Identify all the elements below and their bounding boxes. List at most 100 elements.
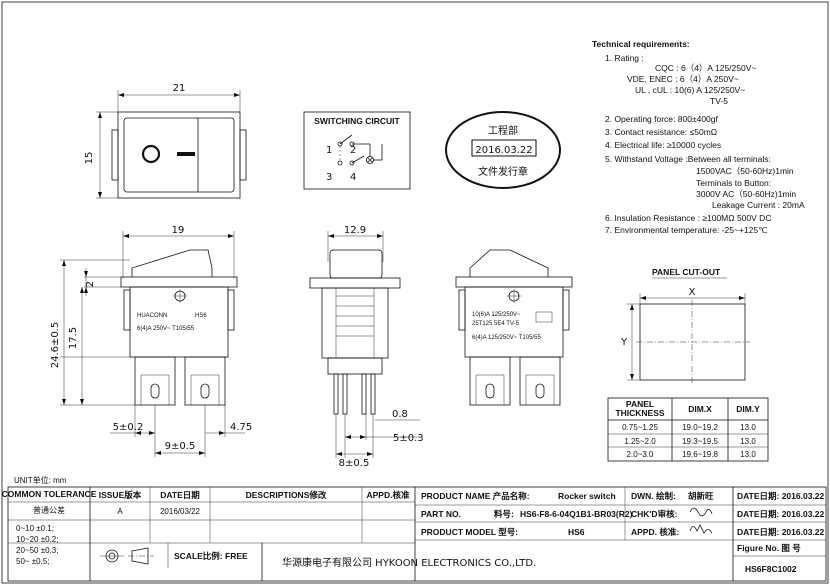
desc-label: DESCRIPTIONS修改 <box>246 490 327 500</box>
tech-line: 1500VAC（50-60Hz)1min <box>696 166 794 176</box>
figure-label: Figure No. 图 号 <box>737 543 801 553</box>
issue-value: A <box>117 507 123 516</box>
switching-title: SWITCHING CIRCUIT <box>314 116 400 126</box>
dim-2: 2 <box>85 281 96 287</box>
date-row: DATE日期: 2016.03.22 <box>737 509 825 519</box>
pin-4: 4 <box>350 172 356 183</box>
date-label: DATE日期 <box>160 490 200 500</box>
date-row: DATE日期: 2016.03.22 <box>737 527 825 537</box>
table-cell: 13.0 <box>740 450 756 459</box>
tech-title: Technical requirements: <box>592 39 690 49</box>
front-view: 19 HUACONN HS6 6(4)A 250V~ T105/55 2 <box>50 225 252 457</box>
common-tolerance: COMMON TOLERANCE <box>2 489 97 499</box>
dwn-value: 胡新旺 <box>688 491 714 501</box>
ul-mark-icon <box>535 311 553 323</box>
table-cell: 19.6~19.8 <box>682 450 718 459</box>
tech-line: 6. Insulation Resistance : ≥100MΩ 500V D… <box>605 213 771 223</box>
tech-line: 3. Contact resistance: ≤50mΩ <box>605 127 717 137</box>
part-no-cn: 料号: <box>494 509 514 519</box>
panel-title: PANEL CUT-OUT <box>652 267 721 277</box>
back-label-2: 25T125 5E4 TV-5 <box>472 321 520 327</box>
figure-value: HS6F8C1002 <box>745 564 797 574</box>
top-view: 21 15 <box>84 83 247 199</box>
tech-line: 1. Rating : <box>605 53 644 63</box>
tolerance-row: 10~20 ±0.2; <box>16 535 58 544</box>
tech-line: Leakage Current : 20mA <box>712 200 805 210</box>
tech-line: 2. Operating force: 800±400gf <box>605 114 719 124</box>
dim-17-5: 17.5 <box>68 327 79 349</box>
tolerance-cn: 普通公差 <box>33 505 65 515</box>
top-dim-height: 15 <box>84 152 95 165</box>
issue-label: ISSUE版本 <box>99 490 142 500</box>
tech-line: VDE, ENEC : 6（4）A 250V~ <box>627 74 739 84</box>
table-cell: 19.0~19.2 <box>682 423 718 432</box>
tech-line: TV-5 <box>710 96 728 106</box>
side-view: 12.9 0.8 5±0.3 8±0.5 <box>309 225 424 469</box>
table-header-x: DIM.X <box>688 404 712 414</box>
dim-5-02: 5±0.2 <box>113 422 144 433</box>
table-header-thickness: PANEL <box>626 399 654 409</box>
date-value: 2016/03/22 <box>160 507 201 516</box>
stamp-date: 2016.03.22 <box>475 145 532 156</box>
back-label-1: 10(6)A 125/250V~ <box>472 312 521 318</box>
date-row: DATE日期: 2016.03.22 <box>737 491 825 501</box>
dim-19: 19 <box>172 225 185 236</box>
tolerance-row: 50~ ±0.5; <box>16 557 50 566</box>
stamp-top-text: 工程部 <box>488 124 518 137</box>
front-rating: 6(4)A 250V~ T105/55 <box>137 326 195 332</box>
dim-8-05: 8±0.5 <box>339 458 370 469</box>
tech-line: CQC : 6（4）A 125/250V~ <box>655 63 756 73</box>
dim-24-6: 24.6±0.5 <box>50 322 61 369</box>
part-no-label: PART NO. <box>421 509 461 519</box>
unit-label: UNIT单位: mm <box>14 475 67 485</box>
appd-signature <box>689 524 713 534</box>
chkd-signature <box>689 507 713 517</box>
panel-cutout: PANEL CUT-OUT X Y PANEL THICKNESS DIM.X … <box>607 267 769 462</box>
stamp-bottom-text: 文件发行章 <box>478 165 528 178</box>
dim-12-9: 12.9 <box>344 225 366 236</box>
product-name-label: PRODUCT NAME 产品名称: <box>421 491 530 501</box>
tech-line: 4. Electrical life: ≥10000 cycles <box>605 140 721 150</box>
table-cell: 13.0 <box>740 437 756 446</box>
pin-2: 2 <box>350 145 356 156</box>
table-cell: 19.3~19.5 <box>682 437 718 446</box>
tech-line: Terminals to Button: <box>696 178 771 188</box>
table-cell: 1.25~2.0 <box>624 437 656 446</box>
title-block: UNIT单位: mm COMMON TOLERANCE 普通公差 0~10 ±0… <box>2 475 827 582</box>
tech-line: 3000V AC（50-60Hz)1min <box>696 189 796 199</box>
model-label: PRODUCT MODEL 型号: <box>421 527 518 537</box>
table-cell: 13.0 <box>740 423 756 432</box>
chkd-label: CHK'D审核: <box>631 509 678 519</box>
appd2-label: APPD. 核准: <box>631 527 679 537</box>
panel-y-label: Y <box>620 337 628 348</box>
front-model: HS6 <box>195 313 207 319</box>
table-cell: 0.75~1.25 <box>622 423 658 432</box>
top-dim-width: 21 <box>173 83 186 94</box>
on-symbol-icon <box>177 152 195 156</box>
panel-x-label: X <box>689 287 696 298</box>
back-view: 10(6)A 125/250V~ 25T125 5E4 TV-5 6(4)A 1… <box>455 249 573 406</box>
product-name-value: Rocker switch <box>558 491 616 501</box>
switching-circuit: SWITCHING CIRCUIT 1 2 3 4 <box>303 111 411 190</box>
tolerance-row: 0~10 ±0.1; <box>16 524 54 533</box>
front-brand: HUACONN <box>137 313 167 319</box>
tech-line: UL , cUL : 10(6) A 125/250V~ <box>635 85 745 95</box>
appd-label: APPD.核准 <box>367 490 410 500</box>
pin-3: 3 <box>326 172 332 183</box>
pin-1: 1 <box>326 145 332 156</box>
technical-requirements: Technical requirements: 1. Rating : CQC … <box>592 39 805 235</box>
tech-line: 5. Withstand Voltage :Between all termin… <box>605 154 771 164</box>
tolerance-row: 20~50 ±0.3; <box>16 546 58 555</box>
dim-0-8: 0.8 <box>392 409 408 420</box>
table-header-thickness-2: THICKNESS <box>615 408 664 418</box>
company-name: 华源康电子有限公司 HYKOON ELECTRONICS CO.,LTD. <box>282 556 536 569</box>
off-symbol-icon <box>141 144 161 164</box>
model-value: HS6 <box>568 527 585 537</box>
dwn-label: DWN. 绘制: <box>631 491 676 501</box>
part-no-value: HS6-F8-6-04Q1B1-BR03(R2) <box>520 509 633 519</box>
table-cell: 2.0~3.0 <box>627 450 654 459</box>
approval-stamp: 工程部 2016.03.22 文件发行章 <box>445 111 561 189</box>
dim-5-03: 5±0.3 <box>393 433 424 444</box>
